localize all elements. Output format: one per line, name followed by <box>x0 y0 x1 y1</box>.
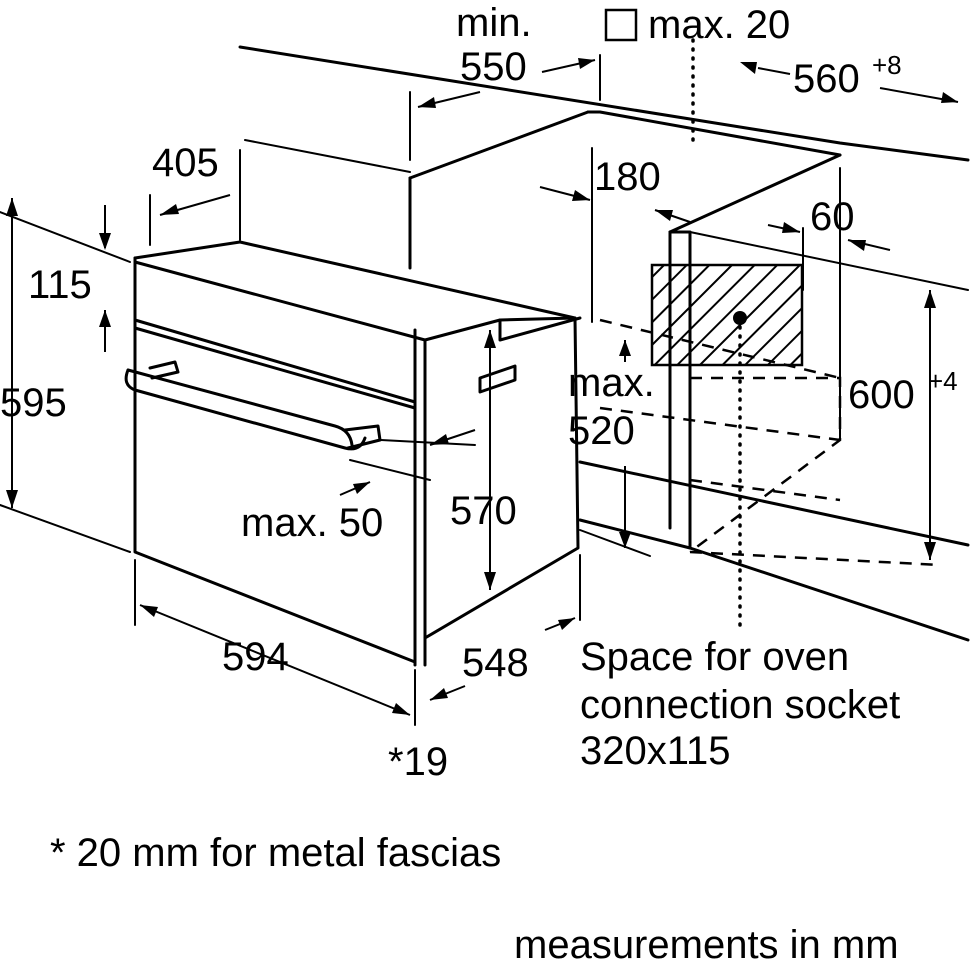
right-wall-top-back <box>689 231 969 291</box>
niche-floor-front <box>578 460 970 547</box>
gap-60-value: 60 <box>810 195 855 239</box>
niche-height-tolerance: +4 <box>928 366 958 396</box>
body-height-value: 570 <box>450 489 517 533</box>
oven-width-value: 594 <box>222 635 289 679</box>
dimension-lines <box>0 54 959 726</box>
min-label: min. <box>456 1 532 45</box>
handle-top <box>126 368 354 447</box>
oven-height-value: 595 <box>0 381 67 425</box>
socket-note-line1: Space for oven <box>580 635 849 679</box>
oven-front-outline <box>133 256 417 664</box>
right-wall-top <box>668 153 842 234</box>
handle-mount-right <box>343 424 382 450</box>
side-bracket <box>478 364 517 394</box>
max-label: max. <box>568 361 655 405</box>
oven-panel-bottom <box>133 318 417 404</box>
niche-width-tolerance: +8 <box>872 50 902 80</box>
niche-height-value: 600 <box>848 373 915 417</box>
left-wall-top <box>408 110 590 180</box>
niche-floor-edge <box>578 518 970 642</box>
worktop-underside <box>586 110 842 157</box>
oven-top-back <box>133 240 577 320</box>
oven-door-top <box>133 326 417 410</box>
dashed-mid <box>599 406 841 442</box>
gap-180-value: 180 <box>594 155 661 199</box>
oven <box>124 240 582 667</box>
panel-depth-value: 405 <box>152 141 219 185</box>
oven-side-top-rail <box>498 316 582 342</box>
body-depth-value: 548 <box>462 641 529 685</box>
worktop-edge <box>238 45 970 162</box>
max-520-value: 520 <box>568 409 635 453</box>
max-offset-label: max. 20 <box>648 3 790 47</box>
square-symbol <box>604 8 638 42</box>
floor-marker <box>579 529 651 557</box>
handle-max-value: max. 50 <box>241 501 383 545</box>
oven-side <box>423 316 580 640</box>
socket-note-line3: 320x115 <box>580 729 731 773</box>
panel-height-value: 115 <box>28 263 92 307</box>
min-depth-value: 550 <box>460 45 527 89</box>
dashed-bottom <box>689 550 941 567</box>
niche-width-value: 560 <box>793 57 860 101</box>
oven-handle-bar <box>124 368 367 451</box>
units-note: measurements in mm <box>514 923 899 967</box>
handle-mount-left <box>148 360 180 380</box>
dashed-box <box>689 376 842 554</box>
socket-note-line2: connection socket <box>580 683 900 727</box>
footnote: * 20 mm for metal fascias <box>50 831 501 875</box>
cabinet-niche <box>238 38 970 642</box>
oven-panel-top <box>133 260 427 402</box>
socket-area-hatched <box>650 263 804 367</box>
fascia-depth-value: *19 <box>388 740 448 784</box>
dashed-low <box>689 478 841 502</box>
